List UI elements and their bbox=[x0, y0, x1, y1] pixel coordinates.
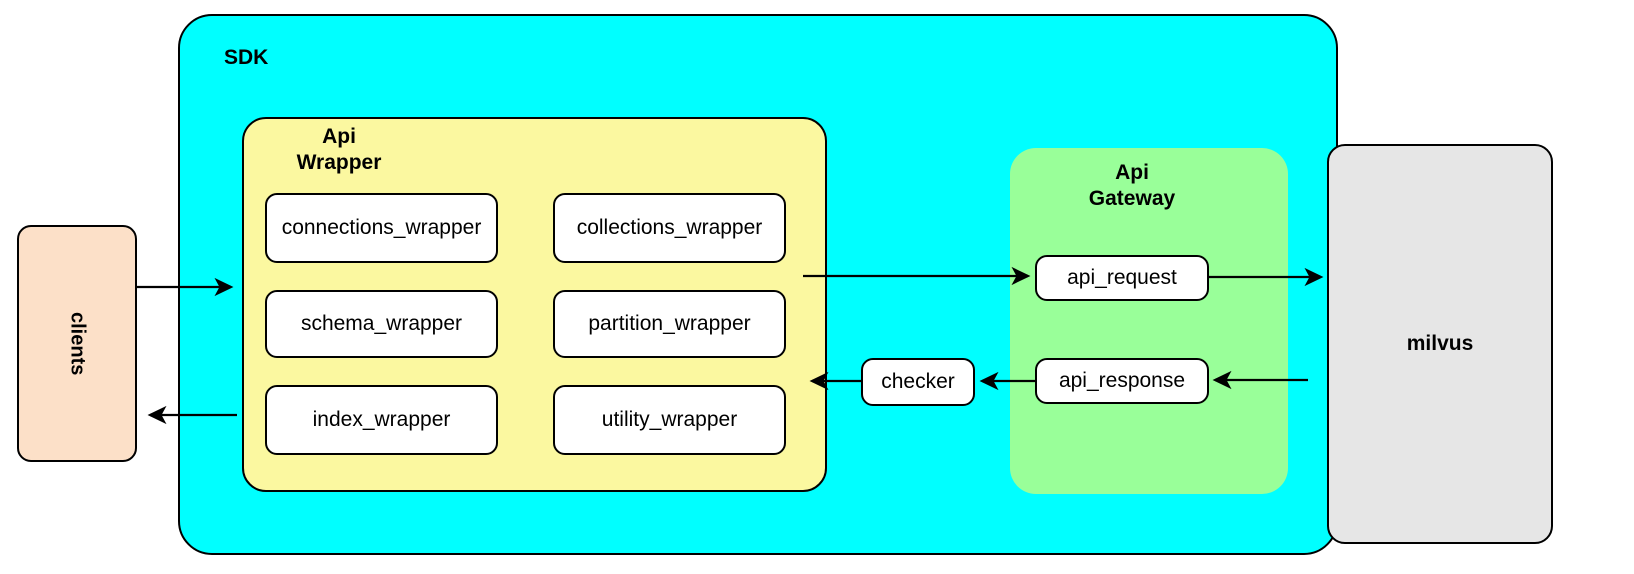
api-response-node[interactable]: api_response bbox=[1035, 358, 1209, 404]
api-gateway-label-line2: Gateway bbox=[1088, 187, 1176, 211]
partition-wrapper-node[interactable]: partition_wrapper bbox=[553, 290, 786, 358]
api-wrapper-label-line2: Wrapper bbox=[296, 151, 382, 175]
api-response-label: api_response bbox=[1058, 368, 1186, 392]
collections-wrapper-node[interactable]: collections_wrapper bbox=[553, 193, 786, 263]
partition-wrapper-label: partition_wrapper bbox=[588, 311, 751, 335]
api-request-node[interactable]: api_request bbox=[1035, 255, 1209, 301]
api-wrapper-label: Api Wrapper bbox=[264, 124, 414, 177]
api-wrapper-label-line1: Api bbox=[322, 125, 356, 148]
checker-node[interactable]: checker bbox=[861, 358, 975, 406]
utility-wrapper-node[interactable]: utility_wrapper bbox=[553, 385, 786, 455]
connections-wrapper-node[interactable]: connections_wrapper bbox=[265, 193, 498, 263]
utility-wrapper-label: utility_wrapper bbox=[601, 407, 738, 431]
sdk-label: SDK bbox=[224, 46, 269, 69]
collections-wrapper-label: collections_wrapper bbox=[576, 215, 763, 239]
clients-label: clients bbox=[66, 311, 89, 376]
index-wrapper-node[interactable]: index_wrapper bbox=[265, 385, 498, 455]
schema-wrapper-node[interactable]: schema_wrapper bbox=[265, 290, 498, 358]
connections-wrapper-label: connections_wrapper bbox=[281, 215, 482, 239]
api-request-label: api_request bbox=[1067, 265, 1177, 289]
api-gateway-container[interactable]: Api Gateway bbox=[1010, 148, 1288, 494]
api-gateway-label: Api Gateway bbox=[1032, 160, 1232, 213]
checker-label: checker bbox=[881, 369, 955, 393]
index-wrapper-label: index_wrapper bbox=[312, 407, 451, 431]
schema-wrapper-label: schema_wrapper bbox=[300, 311, 463, 335]
api-gateway-label-line1: Api bbox=[1115, 161, 1149, 184]
clients-node[interactable]: clients bbox=[17, 225, 137, 462]
milvus-node[interactable]: milvus bbox=[1327, 144, 1553, 544]
milvus-label: milvus bbox=[1406, 331, 1474, 355]
